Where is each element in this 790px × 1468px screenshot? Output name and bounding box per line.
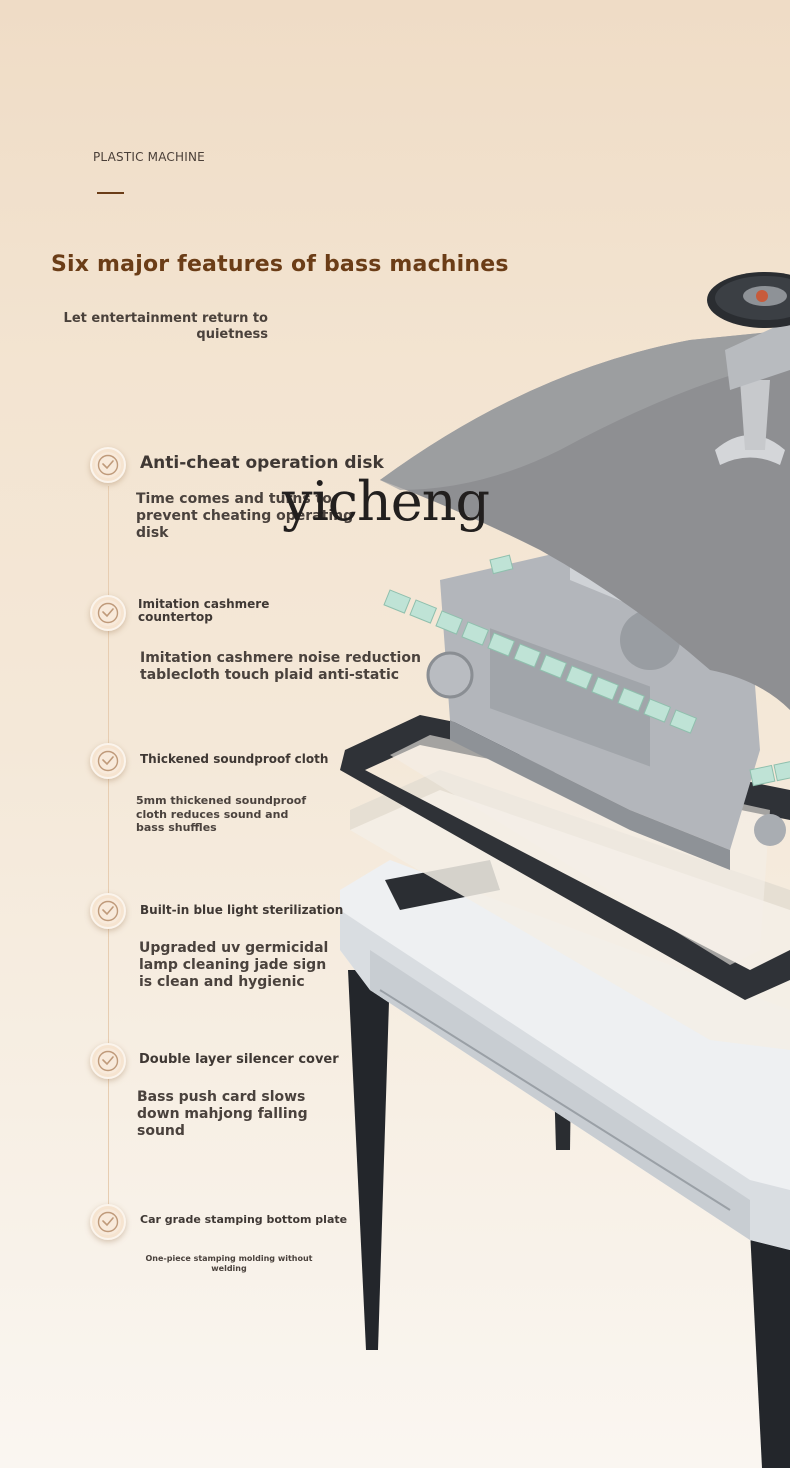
check-circle-icon bbox=[90, 743, 126, 779]
check-circle-icon bbox=[90, 1043, 126, 1079]
mahjong-tiles bbox=[383, 554, 790, 787]
feature-desc: 5mm thickened soundproof cloth reduces s… bbox=[136, 794, 307, 834]
feature-desc: Bass push card slows down mahjong fallin… bbox=[137, 1089, 308, 1139]
feature-title: Car grade stamping bottom plate bbox=[140, 1213, 348, 1226]
feature-title: Imitation cashmere countertop bbox=[138, 597, 270, 624]
feature-title: Thickened soundproof cloth bbox=[140, 752, 329, 766]
cashmere-top bbox=[380, 330, 790, 710]
check-circle-icon bbox=[90, 447, 126, 483]
watermark: yicheng bbox=[282, 470, 490, 533]
feature-title: Double layer silencer cover bbox=[139, 1052, 339, 1067]
check-circle-icon bbox=[90, 595, 126, 631]
feature-desc: One-piece stamping molding without weldi… bbox=[145, 1254, 313, 1273]
feature-desc: Upgraded uv germicidal lamp cleaning jad… bbox=[139, 940, 329, 990]
feature-title: Anti-cheat operation disk bbox=[140, 453, 384, 473]
timeline-line bbox=[108, 486, 109, 1220]
feature-desc: Imitation cashmere noise reduction table… bbox=[140, 650, 421, 683]
check-circle-icon bbox=[90, 893, 126, 929]
product-illustration bbox=[340, 272, 790, 1468]
table-body bbox=[340, 860, 790, 1250]
page-subtitle: Let entertainment return to quietness bbox=[63, 311, 268, 342]
feature-desc: Time comes and turns to prevent cheating… bbox=[136, 491, 354, 541]
acrylic-layer bbox=[350, 770, 790, 1050]
accent-divider bbox=[97, 192, 124, 194]
feature-title: Built-in blue light sterilization bbox=[140, 903, 344, 917]
operation-dial bbox=[707, 272, 790, 465]
page-title: Six major features of bass machines bbox=[51, 252, 509, 277]
section-tag: PLASTIC MACHINE bbox=[93, 150, 205, 164]
check-circle-icon bbox=[90, 1204, 126, 1240]
